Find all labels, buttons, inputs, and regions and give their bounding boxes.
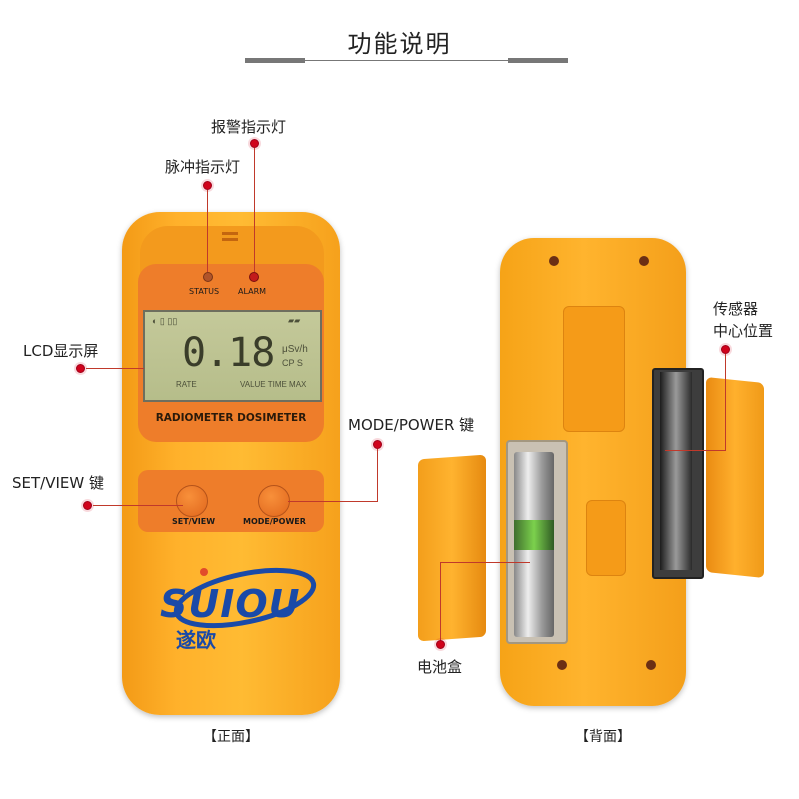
lcd-unit-top: μSv/h	[282, 344, 308, 355]
status-led-icon	[203, 272, 213, 282]
mode-power-key-label: MODE/POWER 键	[348, 416, 475, 434]
logo-chinese: 遂欧	[176, 628, 216, 652]
title-divider	[245, 60, 568, 61]
battery-level-icon: ▰▰	[288, 316, 301, 325]
page-title: 功能说明	[347, 30, 452, 58]
sensor-center-dot-icon	[721, 345, 730, 354]
lcd-screen-dot-icon	[76, 364, 85, 373]
mode-power-key-leader-v	[377, 449, 378, 502]
sensor-center-label-line1: 传感器	[713, 300, 759, 318]
set-view-button	[176, 485, 208, 517]
title-divider-left-accent	[245, 58, 305, 63]
alarm-led-label: ALARM	[238, 287, 267, 296]
battery-label-band	[514, 520, 554, 550]
set-view-key-label: SET/VIEW 键	[12, 474, 104, 492]
screw-hole-icon	[646, 660, 656, 670]
sensor-center-label-line2: 中心位置	[713, 322, 774, 340]
front-caption: 【正面】	[203, 729, 259, 745]
lcd-status-icons: ◐ ▯ ▯▯	[152, 316, 178, 326]
mode-power-key-leader-h	[288, 501, 378, 502]
model-label: RADIOMETER DOSIMETER	[155, 412, 307, 424]
battery-box-dot-icon	[436, 640, 445, 649]
speaker-slot-icon	[222, 238, 238, 241]
sensor-center-leader-h	[665, 450, 726, 451]
alarm-led-icon	[249, 272, 259, 282]
pulse-light-label: 脉冲指示灯	[165, 158, 241, 176]
speaker-slot-icon	[222, 232, 238, 235]
alarm-light-label: 报警指示灯	[211, 118, 287, 136]
pulse-light-dot-icon	[203, 181, 212, 190]
lcd-value: 0.18	[182, 330, 275, 376]
back-recess-top	[563, 306, 625, 432]
logo-swoosh-icon	[173, 567, 317, 629]
back-recess-bottom	[586, 500, 626, 576]
alarm-light-dot-icon	[250, 139, 259, 148]
mode-power-button-label: MODE/POWER	[243, 517, 306, 526]
lcd-unit-bottom: CP S	[282, 358, 303, 368]
pulse-light-leader	[207, 190, 208, 272]
battery-box-leader-v	[440, 562, 441, 642]
back-caption: 【背面】	[575, 729, 631, 745]
lcd-screen	[143, 310, 322, 402]
battery-box-leader-h	[440, 562, 530, 563]
sensor-center-leader-v	[725, 354, 726, 451]
screw-hole-icon	[557, 660, 567, 670]
title-divider-right-accent	[508, 58, 568, 63]
mode-power-button	[258, 485, 290, 517]
set-view-key-dot-icon	[83, 501, 92, 510]
logo-text: SUIOU	[160, 582, 301, 626]
set-view-button-label: SET/VIEW	[172, 517, 216, 526]
mode-power-key-dot-icon	[373, 440, 382, 449]
screw-hole-icon	[639, 256, 649, 266]
lcd-mode-labels: VALUE TIME MAX	[240, 380, 307, 389]
status-led-label: STATUS	[189, 287, 220, 296]
sensor-door	[706, 376, 764, 579]
lcd-screen-label: LCD显示屏	[23, 342, 99, 360]
lcd-rate-label: RATE	[176, 380, 197, 389]
alarm-light-leader	[254, 148, 255, 272]
screw-hole-icon	[549, 256, 559, 266]
set-view-key-leader	[93, 505, 183, 506]
battery-box-label: 电池盒	[417, 658, 463, 676]
sensor-tube-icon	[660, 372, 692, 570]
battery-door	[418, 454, 486, 642]
lcd-screen-leader	[86, 368, 144, 369]
